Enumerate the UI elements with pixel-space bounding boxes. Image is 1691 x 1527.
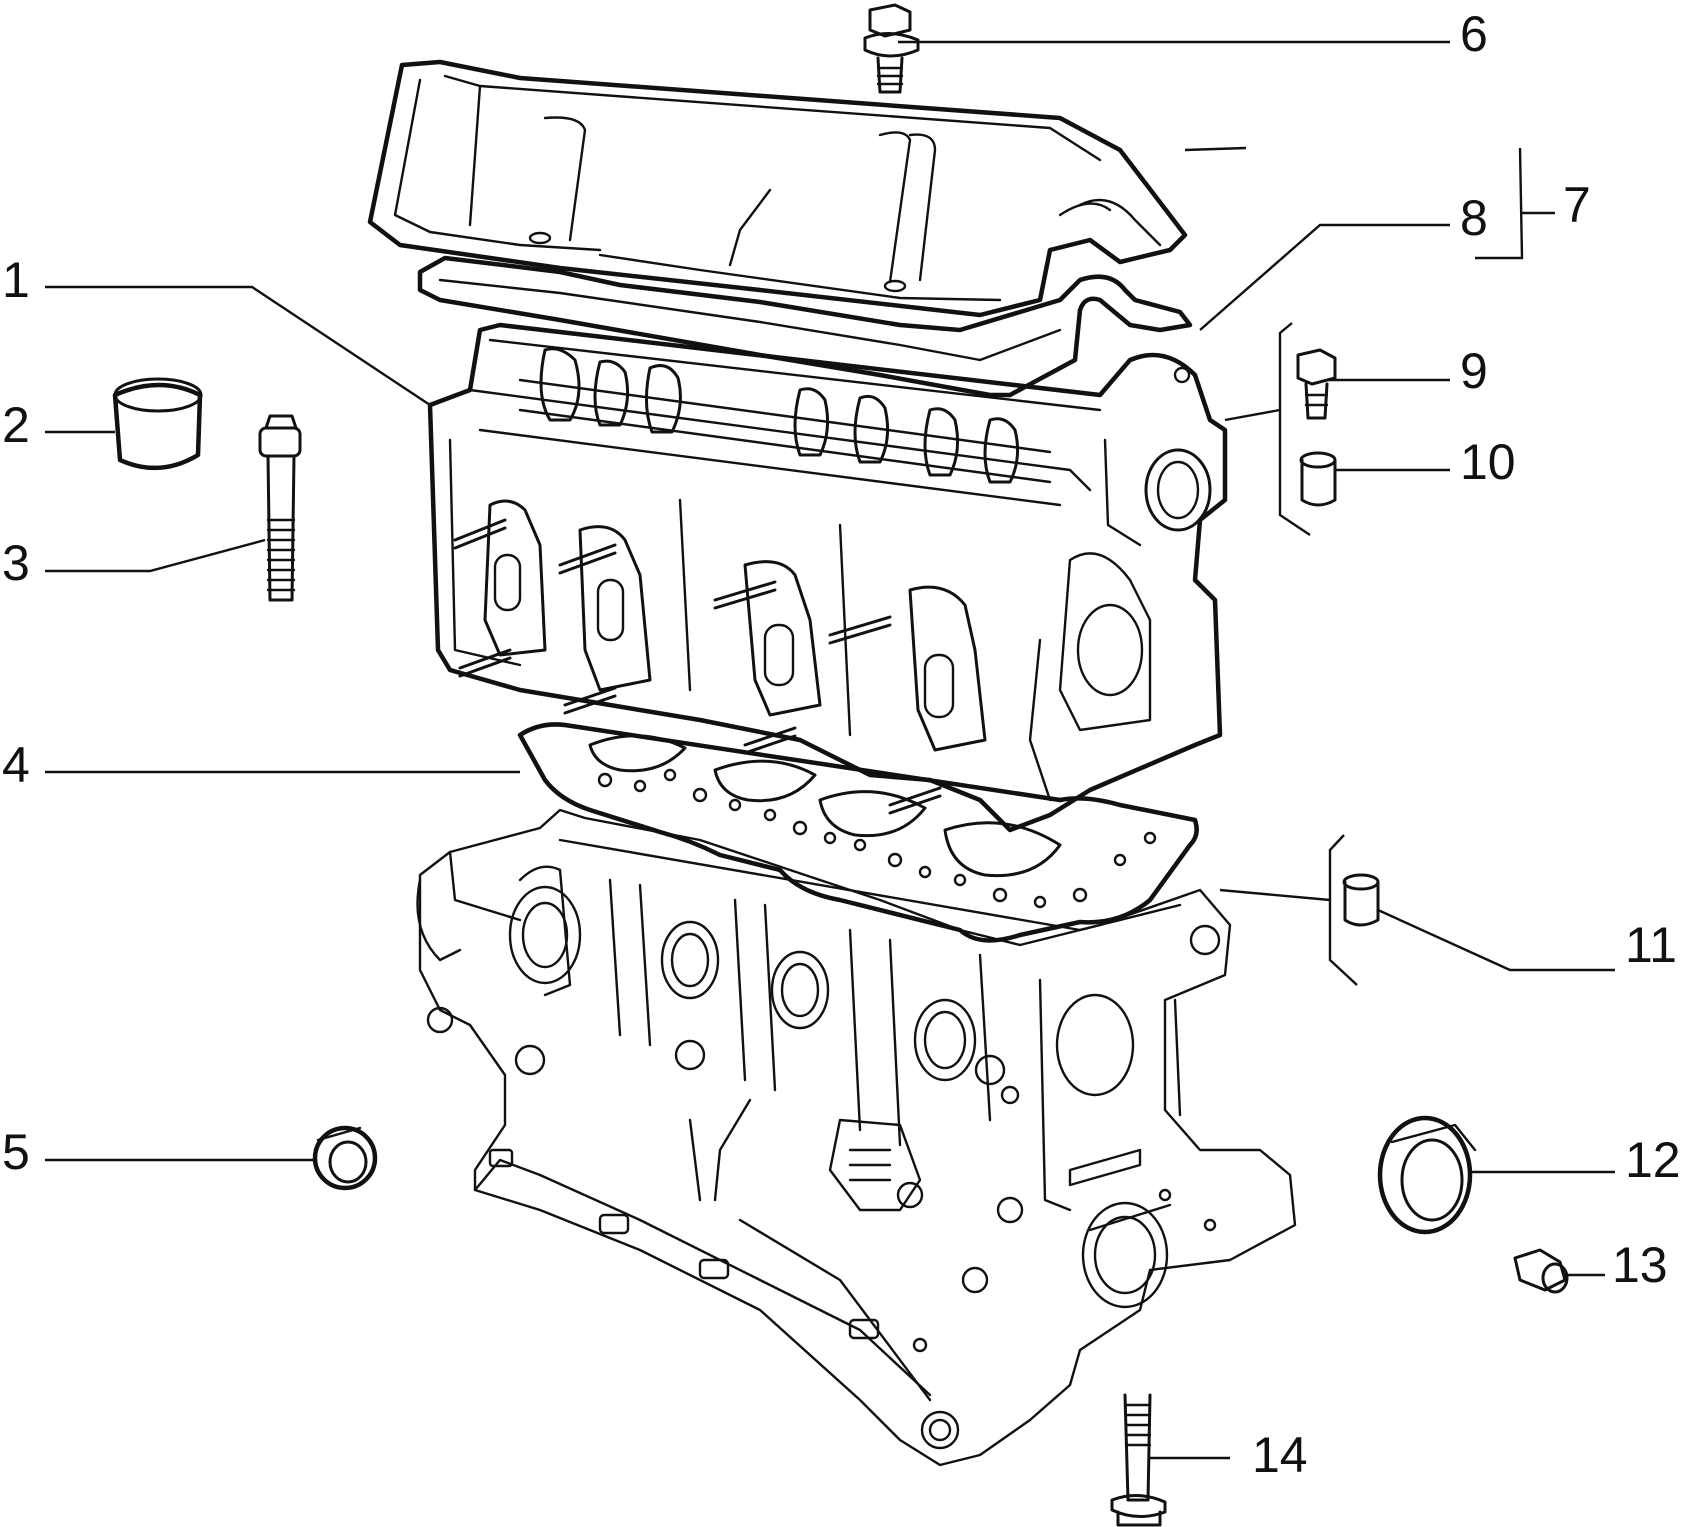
callout-14: 14 — [1252, 1427, 1308, 1483]
leader-lines — [45, 40, 1615, 1460]
callout-12: 12 — [1625, 1132, 1681, 1188]
callout-3: 3 — [2, 535, 30, 591]
dowel-upper — [1299, 451, 1337, 507]
dowel-lower — [1342, 873, 1380, 927]
head-bolt — [258, 414, 302, 602]
callout-2: 2 — [2, 397, 30, 453]
callout-7: 7 — [1563, 177, 1591, 233]
callout-5: 5 — [2, 1124, 30, 1180]
tappet-bucket — [112, 377, 203, 471]
callout-4: 4 — [2, 737, 30, 793]
oil-seal-small — [312, 1125, 378, 1191]
cover-bolt — [863, 3, 920, 94]
callout-1: 1 — [2, 252, 30, 308]
callout-6: 6 — [1460, 6, 1488, 62]
callout-11: 11 — [1625, 917, 1677, 973]
callout-13: 13 — [1612, 1237, 1668, 1293]
small-bolt — [1296, 348, 1337, 420]
bottom-bolt — [1110, 1393, 1167, 1527]
valve-cover — [367, 59, 1188, 318]
callout-9: 9 — [1460, 343, 1488, 399]
cover-gasket — [417, 255, 1193, 398]
engine-block — [416, 808, 1297, 1467]
callout-10: 10 — [1460, 434, 1516, 490]
oil-seal-large — [1377, 1115, 1477, 1235]
drain-plug — [1513, 1248, 1569, 1294]
callout-8: 8 — [1460, 190, 1488, 246]
manifold-studs — [453, 518, 942, 815]
cylinder-head — [427, 322, 1228, 833]
head-gasket — [517, 722, 1199, 943]
